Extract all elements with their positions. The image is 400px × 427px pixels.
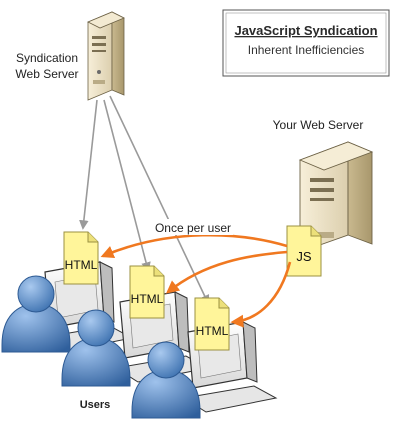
js-document: JS — [286, 225, 322, 277]
html-document-3-label: HTML — [196, 324, 229, 338]
html-document-1-label: HTML — [65, 258, 98, 272]
orange-arrow-2 — [165, 250, 288, 294]
js-document-label: JS — [296, 249, 312, 264]
syndication-arrows — [79, 95, 210, 305]
your-web-server-icon — [298, 141, 374, 253]
html-document-2-label: HTML — [131, 292, 164, 306]
once-per-user-label: Once per user — [155, 221, 231, 235]
your-web-server-label: Your Web Server — [273, 118, 364, 132]
title-text: JavaScript Syndication — [234, 23, 377, 38]
gray-arrow-3 — [109, 95, 210, 305]
gray-arrow-1 — [79, 99, 98, 230]
syndication-server-label-line2: Web Server — [15, 67, 78, 81]
users-label: Users — [80, 399, 111, 411]
once-per-user-arrows — [100, 233, 292, 328]
syndication-server-label: Syndication — [16, 51, 78, 65]
user-figure-2 — [61, 309, 131, 387]
orange-arrow-3 — [230, 261, 292, 328]
subtitle-text: Inherent Inefficiencies — [248, 43, 365, 57]
user-figure-3 — [131, 341, 201, 419]
html-document-3: HTML — [194, 297, 230, 351]
gray-arrow-2 — [103, 99, 151, 272]
orange-arrow-1 — [100, 233, 288, 258]
syndication-server-icon — [87, 11, 125, 101]
html-document-2: HTML — [129, 265, 165, 319]
title-box: JavaScript Syndication Inherent Ineffici… — [222, 9, 390, 77]
html-document-1: HTML — [63, 231, 99, 285]
user-figure-1 — [1, 275, 71, 353]
